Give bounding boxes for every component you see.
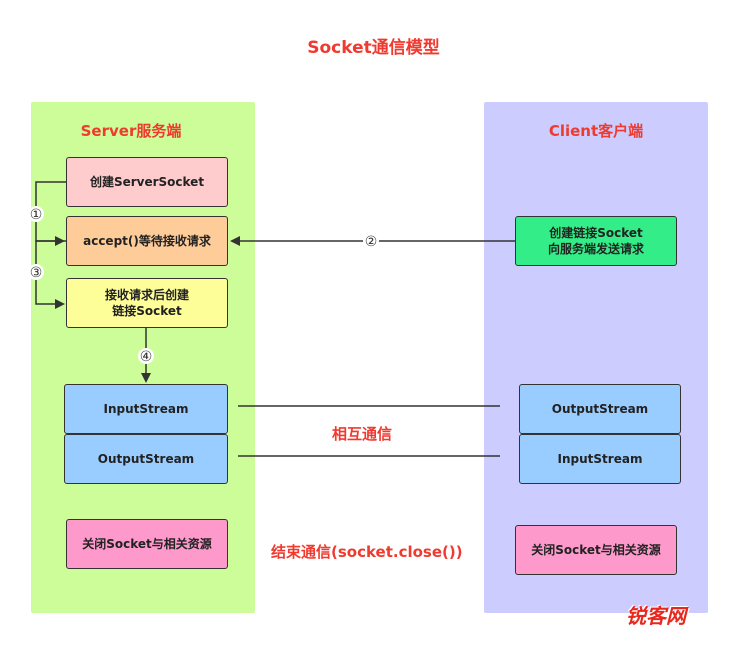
server-close-node: 关闭Socket与相关资源 [66,519,228,569]
server-input-stream-node: InputStream [64,384,228,434]
client-panel-title: Client客户端 [548,122,644,140]
diagram-title: Socket通信模型 [307,38,440,58]
client-output-stream-node: OutputStream [519,384,681,434]
step4-badge-bg [138,348,154,364]
watermark-logo: 锐客网 [626,604,686,628]
create-link-socket-node: 接收请求后创建 链接Socket [66,278,228,328]
server-output-stream-node: OutputStream [64,434,228,484]
client-input-stream-node: InputStream [519,434,681,484]
client-request-node: 创建链接Socket 向服务端发送请求 [515,216,677,266]
server-panel-title: Server服务端 [80,122,182,140]
step2-badge-bg [363,233,379,249]
step3-badge-bg [28,264,44,280]
step1-badge: ① [30,207,43,223]
step4-badge: ④ [140,349,153,365]
client-request-line2: 向服务端发送请求 [547,242,644,256]
client-output-stream-label: OutputStream [551,402,649,416]
step2-badge: ② [365,234,378,250]
create-link-socket-line1: 接收请求后创建 [104,288,189,302]
accept-node: accept()等待接收请求 [66,216,228,266]
client-request-line1: 创建链接Socket [549,226,643,240]
create-server-socket-node: 创建ServerSocket [66,157,228,207]
server-input-stream-label: InputStream [103,402,189,416]
step3-badge: ③ [30,265,43,281]
server-output-stream-label: OutputStream [97,452,195,466]
server-close-label: 关闭Socket与相关资源 [82,537,212,551]
step1-badge-bg [28,206,44,222]
accept-label: accept()等待接收请求 [83,234,211,248]
client-close-node: 关闭Socket与相关资源 [515,525,677,575]
mutual-communication-label: 相互通信 [332,425,393,443]
client-close-label: 关闭Socket与相关资源 [531,543,661,557]
create-server-socket-label: 创建ServerSocket [89,175,205,189]
client-input-stream-label: InputStream [557,452,643,466]
create-link-socket-line2: 链接Socket [112,304,182,318]
end-communication-label: 结束通信(socket.close()) [271,543,463,561]
